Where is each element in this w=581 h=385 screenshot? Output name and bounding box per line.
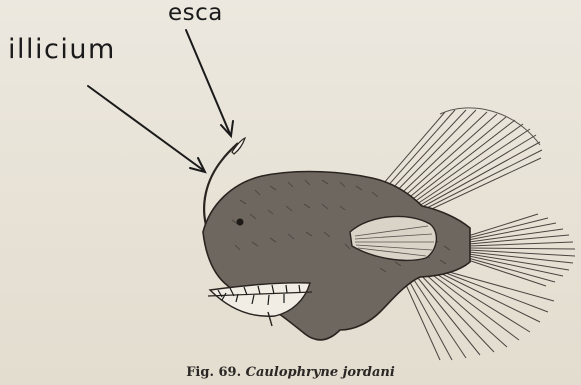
anal-fin: [402, 270, 554, 360]
illicium-label: illicium: [8, 34, 116, 65]
eye: [237, 219, 244, 226]
figure-caption: Fig. 69. Caulophryne jordani: [0, 365, 581, 380]
esca-arrow: [186, 30, 233, 136]
caudal-fin: [468, 214, 575, 286]
illicium-arrow: [88, 86, 205, 172]
caption-prefix: Fig. 69.: [186, 365, 241, 380]
caption-species: Caulophryne jordani: [246, 365, 395, 380]
esca-label: esca: [168, 0, 223, 26]
